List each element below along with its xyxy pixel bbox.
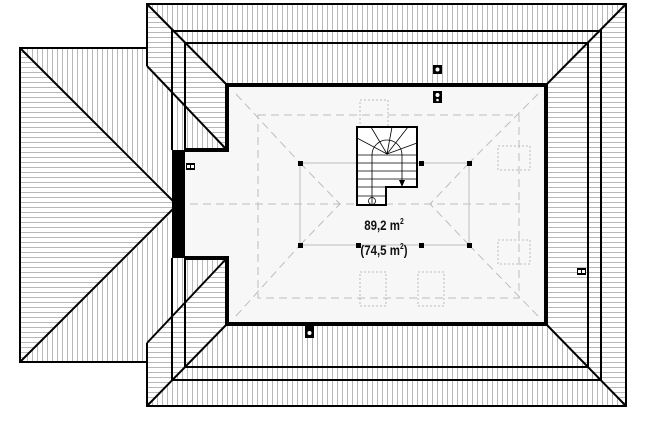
area-unit-exponent: 2 [399,217,404,226]
area-unit: m [389,243,400,258]
stair-arrow-icon [399,180,405,187]
usable-area-value: 74,5 [364,243,387,258]
total-area-value: 89,2 [364,218,387,233]
area-unit: m [389,218,400,233]
usable-area-label: (74,5 m2) [333,243,435,259]
left-wing-roof [19,47,178,363]
chimney-vent-icon [186,65,586,338]
left-wall [172,150,185,258]
main-roof [146,3,627,407]
paren-open: ( [360,243,365,258]
attic-room [172,83,548,326]
staircase [356,126,418,206]
area-unit-exponent: 2 [399,242,404,251]
total-area-label: 89,2 m2 [333,218,435,234]
paren-close: ) [403,243,408,258]
knee-wall-lines [190,93,539,317]
